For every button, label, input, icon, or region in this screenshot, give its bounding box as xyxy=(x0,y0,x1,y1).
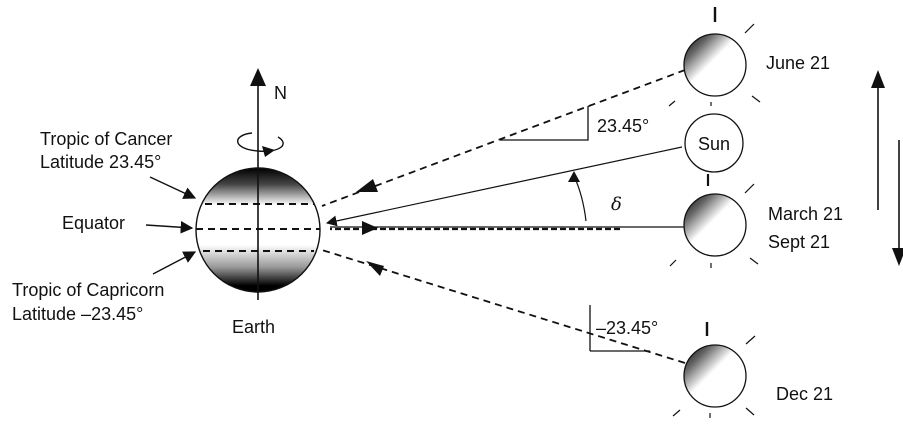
up-arrow-icon xyxy=(871,70,885,88)
june-ray xyxy=(321,69,686,207)
june-ray-arrowhead xyxy=(356,179,378,192)
earth xyxy=(195,68,321,300)
equator-label: Equator xyxy=(62,213,125,233)
sun-main: Sun xyxy=(684,113,744,173)
tropic-capricorn-latitude-label: Latitude –23.45° xyxy=(12,304,143,324)
earth-label: Earth xyxy=(232,317,275,337)
delta-label: δ xyxy=(611,194,622,215)
rotation-arrow-icon xyxy=(237,132,284,152)
tropic-cancer-label: Tropic of Cancer xyxy=(40,129,172,149)
delta-arc xyxy=(573,175,587,222)
tropic-capricorn-label: Tropic of Capricorn xyxy=(12,280,164,300)
sept-label: Sept 21 xyxy=(768,232,830,252)
angle-neg-label: –23.45° xyxy=(596,318,658,338)
sun-june-disk xyxy=(683,33,747,97)
sun-ray xyxy=(325,146,683,227)
tropic-capricorn-pointer xyxy=(152,251,197,275)
sun-equinox xyxy=(669,174,759,268)
march-label: March 21 xyxy=(768,204,843,224)
sun-december xyxy=(672,322,756,418)
december-ray-arrowhead xyxy=(366,261,384,276)
angle-pos-marker xyxy=(500,106,589,141)
angle-pos-label: 23.45° xyxy=(597,116,649,136)
december-label: Dec 21 xyxy=(776,384,833,404)
tropic-cancer-latitude-label: Latitude 23.45° xyxy=(40,152,161,172)
sun-june xyxy=(668,7,761,107)
down-arrow-icon xyxy=(892,248,903,266)
sun-label: Sun xyxy=(698,134,730,154)
north-label: N xyxy=(274,83,287,103)
sun-main-disk xyxy=(684,113,744,173)
delta-arc-arrowhead xyxy=(568,171,580,182)
north-arrowhead xyxy=(250,68,266,86)
equinox-ray-arrowhead xyxy=(362,221,378,235)
rotation-arrowhead-icon xyxy=(262,146,275,157)
sun-equinox-disk xyxy=(683,193,747,257)
equator-pointer xyxy=(145,220,194,234)
sun-december-disk xyxy=(683,344,747,408)
tropic-cancer-pointer xyxy=(149,176,197,199)
june-label: June 21 xyxy=(766,53,830,73)
